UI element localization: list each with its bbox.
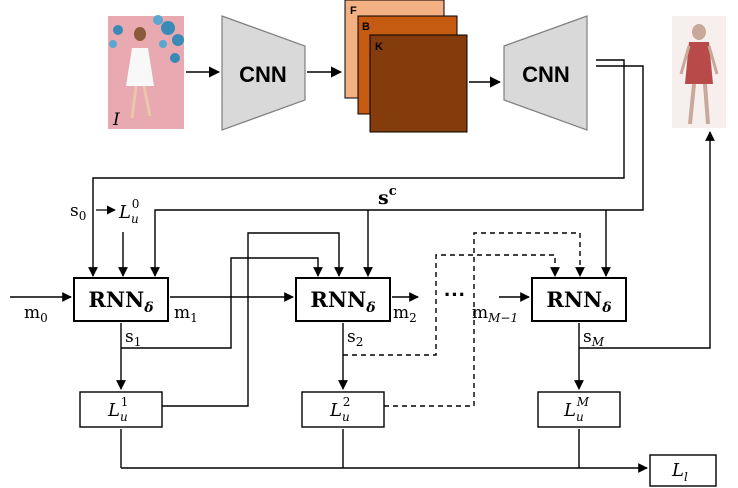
cnn-encoder-label: CNN [239,62,287,87]
input-image-label: I [112,110,120,130]
svg-text:RNNδ: RNNδ [310,287,375,316]
rnn-cell-2: RNNδ [295,277,391,322]
signal-sm-label: sM [583,327,605,349]
rnn-cell-m-label: RNN [546,287,602,312]
signal-s0-label: s0 [70,201,86,223]
feature-map-k-label: K [375,41,383,53]
rnn-cell-m: RNNδ [531,277,627,322]
feature-map-f-label: F [350,5,357,17]
rnn-cell-2-subscript: δ [365,300,375,316]
feature-map-b-label: B [362,21,370,33]
signal-m-m-minus-1-label: mM−1 [472,303,518,325]
rnn-cell-1: RNNδ [73,277,169,322]
rnn-cell-2-label: RNN [310,287,366,312]
signal-s2-label: s2 [347,327,363,349]
loss-box-1 [79,391,163,428]
loss-lu2-label: Lu2 [329,395,350,424]
svg-text:RNNδ: RNNδ [88,287,153,316]
cnn-decoder: CNN [503,15,588,131]
cnn-decoder-label: CNN [522,62,570,87]
cnn-encoder: CNN [221,15,306,131]
svg-text:RNNδ: RNNδ [546,287,611,316]
input-photo: I [108,15,184,130]
signal-sc-label: sc [378,184,397,209]
ellipsis: ··· [444,282,466,307]
rnn-cell-1-subscript: δ [143,300,153,316]
rnn-cell-m-subscript: δ [601,300,611,316]
loss-box-2 [301,391,385,428]
signal-m1-label: m1 [174,303,198,325]
output-mesh-image [672,16,726,128]
signal-m0-label: m0 [24,303,48,325]
feature-maps: F B K [344,0,468,133]
rnn-cell-1-label: RNN [88,287,144,312]
loss-lum-label: LuM [563,395,590,424]
loss-box-l [649,454,717,487]
signal-s1-label: s1 [125,327,141,349]
loss-lu1-label: Lu1 [107,395,128,424]
loss-box-m [537,391,621,428]
loss-ll-label: Ll [671,460,688,484]
signal-m2-label: m2 [393,303,417,325]
loss-lu0-label: Lu0 [118,197,139,226]
